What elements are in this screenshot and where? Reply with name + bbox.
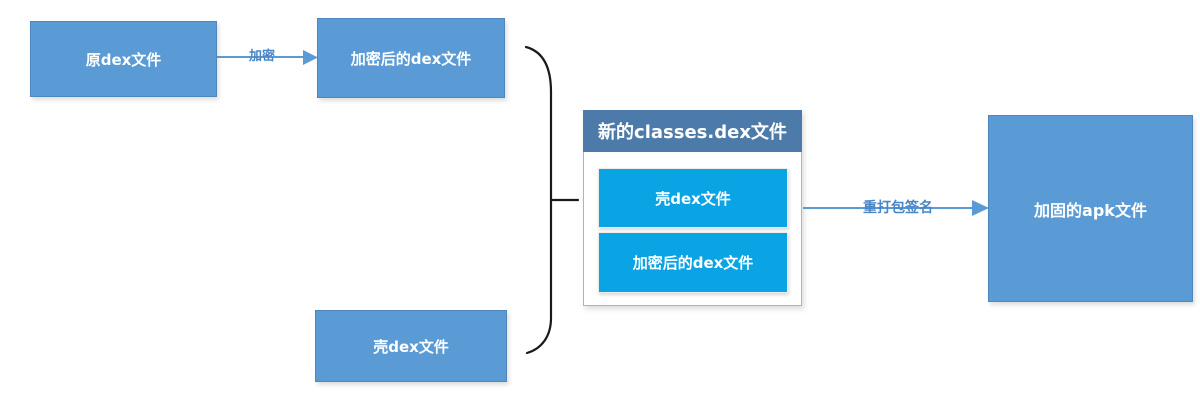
container-item-shell-dex: 壳dex文件 (598, 168, 788, 228)
encrypted-dex-label: 加密后的dex文件 (350, 49, 472, 68)
repack-arrowhead-icon (972, 200, 989, 216)
shell-dex-label: 壳dex文件 (373, 337, 449, 356)
encrypt-arrowhead-icon (303, 50, 318, 65)
container-item-shell-dex-label: 壳dex文件 (655, 189, 731, 208)
original-dex-box: 原dex文件 (30, 21, 217, 97)
repack-sign-arrow-label: 重打包签名 (863, 200, 933, 216)
new-classes-dex-header: 新的classes.dex文件 (583, 110, 802, 152)
encrypt-arrow-label: 加密 (248, 49, 275, 64)
container-item-encrypted-dex: 加密后的dex文件 (598, 232, 788, 293)
hardened-apk-label: 加固的apk文件 (1034, 200, 1147, 220)
shell-dex-box: 壳dex文件 (315, 310, 507, 382)
hardened-apk-box: 加固的apk文件 (988, 115, 1193, 302)
original-dex-label: 原dex文件 (85, 50, 162, 69)
container-item-encrypted-dex-label: 加密后的dex文件 (632, 254, 754, 272)
curly-brace (524, 45, 553, 355)
encrypted-dex-box: 加密后的dex文件 (317, 18, 505, 98)
new-classes-dex-title: 新的classes.dex文件 (598, 122, 787, 143)
